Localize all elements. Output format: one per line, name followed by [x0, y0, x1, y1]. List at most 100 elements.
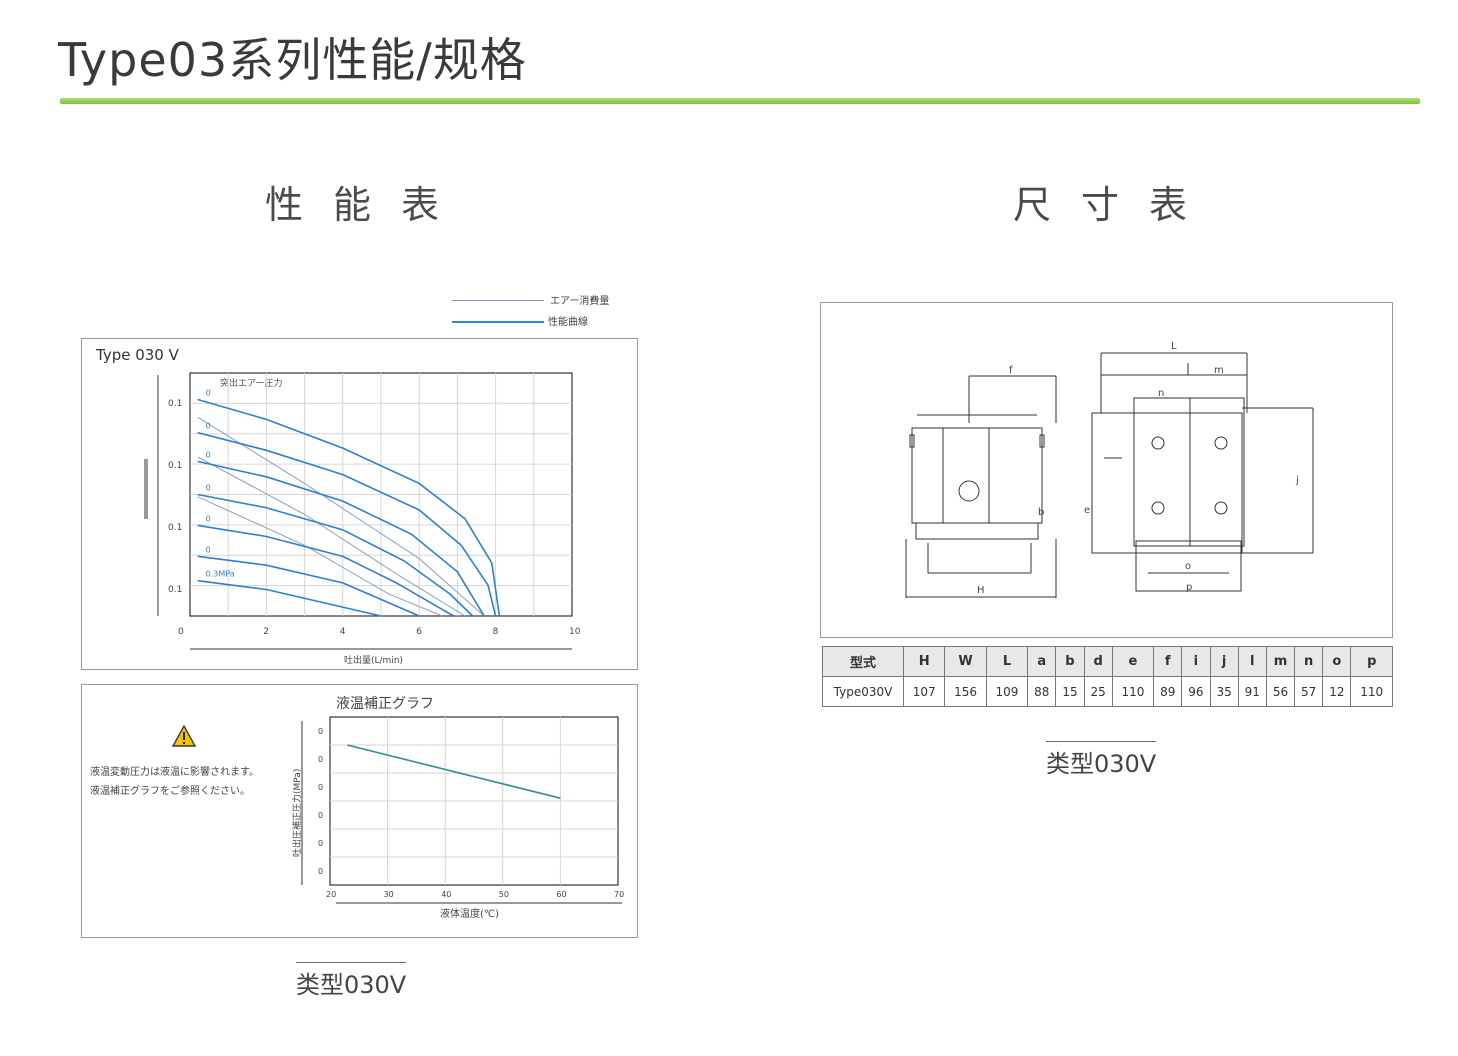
- label-n: n: [1158, 388, 1164, 399]
- table-row: Type030V 107 156 109 88 15 25 110 89 96 …: [822, 676, 1393, 707]
- dimension-heading: 尺寸表: [1013, 183, 1218, 227]
- table-header: b: [1055, 646, 1085, 677]
- correction-line: [347, 744, 561, 799]
- label-H: H: [977, 585, 985, 596]
- table-cell: 156: [944, 676, 987, 707]
- table-cell: 56: [1265, 676, 1296, 707]
- air-consumption-line: [197, 496, 443, 617]
- dimension-drawing: f L m n b H p o e j: [905, 341, 1314, 598]
- title-divider: [60, 98, 1420, 104]
- performance-curve: [197, 460, 485, 617]
- table-cell: 25: [1083, 676, 1113, 707]
- warning-note-line-2: 液温補正グラフをご参照ください。: [90, 786, 250, 797]
- table-cell: 89: [1153, 676, 1183, 707]
- label-j: j: [1295, 475, 1299, 486]
- legend-label-air: エアー消費量: [550, 296, 610, 307]
- performance-curve: [197, 524, 454, 617]
- curve-label: 0: [206, 514, 211, 523]
- performance-curve: [197, 431, 497, 617]
- y-tick-label: 0.1: [168, 461, 182, 471]
- table-header: m: [1265, 646, 1296, 677]
- table-header: a: [1027, 646, 1057, 677]
- table-header: L: [985, 646, 1029, 677]
- x-tick-label: 60: [556, 890, 566, 899]
- y-tick-label: 0: [318, 839, 323, 848]
- performance-curve: [197, 398, 501, 617]
- label-m: m: [1214, 365, 1224, 376]
- legend-label-performance: 性能曲線: [548, 317, 588, 328]
- curve-label: 0: [206, 389, 211, 398]
- air-consumption-line: [197, 456, 466, 617]
- curve-label: 0: [206, 484, 211, 493]
- x-tick-label: 0: [178, 627, 184, 637]
- performance-heading: 性能表: [265, 183, 470, 227]
- chart-legend: エアー消費量 性能曲線: [452, 290, 652, 330]
- left-caption: 类型030V: [296, 962, 407, 1000]
- y-tick-label: 0.1: [168, 523, 182, 533]
- right-caption: 类型030V: [1046, 741, 1157, 779]
- page-title: Type03系列性能/规格: [58, 33, 527, 87]
- x-tick-label: 20: [326, 890, 336, 899]
- table-header: W: [944, 646, 987, 677]
- table-cell: 35: [1209, 676, 1239, 707]
- dimension-table: 型式 H W L a b d e f i j l m n o p Type030…: [822, 646, 1393, 707]
- y-tick-label: 0: [318, 867, 323, 876]
- chart-title: Type 030 V: [95, 346, 180, 364]
- x-tick-label: 70: [614, 890, 624, 899]
- table-header: p: [1350, 646, 1393, 677]
- table-header: l: [1237, 646, 1267, 677]
- y-axis-label-mark: [144, 459, 148, 519]
- chart-corner-label: 突出エアー圧力: [220, 377, 282, 389]
- label-f: f: [1009, 365, 1013, 376]
- x-tick-label: 8: [493, 627, 499, 637]
- table-header: d: [1083, 646, 1113, 677]
- performance-curve: [197, 579, 382, 617]
- y-tick-label: 0: [318, 783, 323, 792]
- table-cell: 88: [1027, 676, 1057, 707]
- x-tick-label: 4: [340, 627, 346, 637]
- performance-curve: [197, 555, 420, 617]
- table-cell: 96: [1181, 676, 1211, 707]
- curve-label: 0.3MPa: [206, 570, 235, 579]
- curve-label: 0: [206, 450, 211, 459]
- curve-label: 0: [206, 545, 211, 554]
- chart-title: 液温補正グラフ: [336, 696, 434, 712]
- label-p: p: [1186, 582, 1192, 593]
- label-e: e: [1084, 505, 1090, 516]
- table-header: i: [1181, 646, 1211, 677]
- table-header: 型式: [822, 646, 904, 677]
- table-header: o: [1322, 646, 1352, 677]
- x-axis-title: 液体温度(℃): [440, 907, 499, 920]
- table-header: j: [1209, 646, 1239, 677]
- table-cell: 110: [1111, 676, 1155, 707]
- table-cell: 57: [1294, 676, 1324, 707]
- x-tick-label: 30: [384, 890, 394, 899]
- x-tick-label: 10: [569, 627, 581, 637]
- y-tick-label: 0: [318, 727, 323, 736]
- label-b: b: [1038, 507, 1044, 518]
- legend-swatch-performance: [452, 321, 544, 323]
- warning-note-line-1: 液温変動圧力は液温に影響されます。: [90, 767, 259, 778]
- label-L: L: [1171, 341, 1177, 352]
- y-tick-label: 0: [318, 811, 323, 820]
- table-cell: 110: [1350, 676, 1393, 707]
- air-consumption-line: [197, 416, 485, 617]
- table-header: f: [1153, 646, 1183, 677]
- table-header: n: [1294, 646, 1324, 677]
- curve-label: 0: [206, 422, 211, 431]
- table-header: e: [1111, 646, 1155, 677]
- y-axis-title: 吐出圧補正圧力(MPa): [291, 769, 303, 857]
- label-o: o: [1185, 561, 1191, 572]
- table-header-row: 型式 H W L a b d e f i j l m n o p: [822, 646, 1393, 677]
- y-tick-label: 0.1: [168, 399, 182, 409]
- table-header: H: [902, 646, 946, 677]
- legend-swatch-air: [452, 300, 544, 301]
- table-cell: 15: [1055, 676, 1085, 707]
- y-tick-label: 0: [318, 755, 323, 764]
- table-cell: 12: [1322, 676, 1352, 707]
- table-cell: 107: [902, 676, 946, 707]
- y-tick-label: 0.1: [168, 585, 182, 595]
